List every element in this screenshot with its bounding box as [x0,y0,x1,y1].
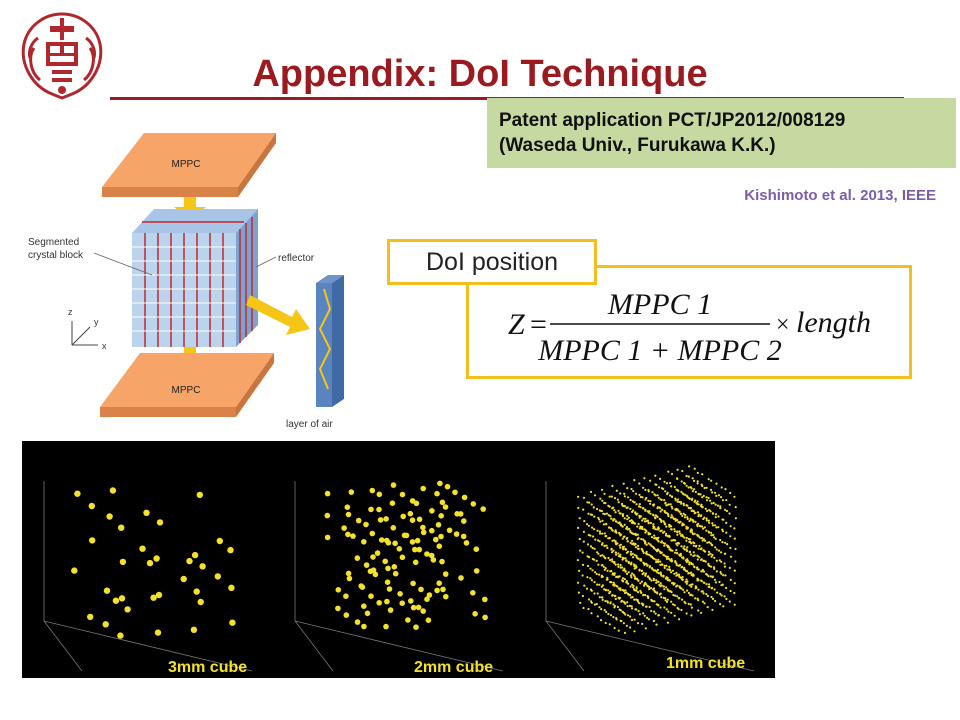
svg-text:=: = [530,308,547,341]
svg-text:×: × [776,312,790,338]
segmented-label-1: Segmented [28,237,79,248]
plot-1mm-cube [545,465,755,672]
reconstruction-plots: 3mm cube 2mm cube 1mm cube [22,441,775,678]
point-cloud [324,480,488,630]
formula-numerator: MPPC 1 [607,288,712,321]
top-mppc-plate [102,133,276,187]
plot-3mm-cube [43,481,253,672]
citation: Kishimoto et al. 2013, IEEE [744,187,936,204]
top-mppc-label: MPPC [172,159,201,170]
plot-axes [545,481,755,672]
university-seal-logo [21,12,103,100]
axis-z-label: z [68,307,73,317]
plot-axes [294,481,504,672]
patent-line-2: (Waseda Univ., Furukawa K.K.) [499,135,776,156]
air-label: layer of air [286,419,333,430]
point-cloud [71,487,236,639]
air-layer-slab [316,283,332,407]
plot-axes [43,481,253,672]
reflector-label: reflector [278,253,315,264]
doi-position-label: DoI position [387,239,597,285]
page-title: Appendix: DoI Technique [252,53,708,95]
patent-line-1: Patent application PCT/JP2012/008129 [499,110,846,131]
axis-x-label: x [102,341,107,351]
axis-y-label: y [94,317,99,327]
crystal-block-top [132,209,258,233]
formula-factor: length [796,306,871,339]
doi-formula: Z = MPPC 1 MPPC 1 + MPPC 2 × length [508,288,871,367]
point-cloud [576,465,737,634]
formula-denominator: MPPC 1 + MPPC 2 [537,334,782,367]
segmented-label-2: crystal block [28,250,84,261]
plot-label-3mm: 3mm cube [168,659,248,676]
plot-label-1mm: 1mm cube [666,655,746,672]
plot-2mm-cube [294,480,504,672]
bottom-mppc-plate [100,353,274,407]
formula-lhs: Z [508,308,525,341]
detector-diagram: MPPC Segmented crystal block reflector l… [24,125,352,437]
bottom-mppc-label: MPPC [172,385,201,396]
patent-note: Patent application PCT/JP2012/008129 (Wa… [487,98,956,168]
plot-label-2mm: 2mm cube [414,659,494,676]
